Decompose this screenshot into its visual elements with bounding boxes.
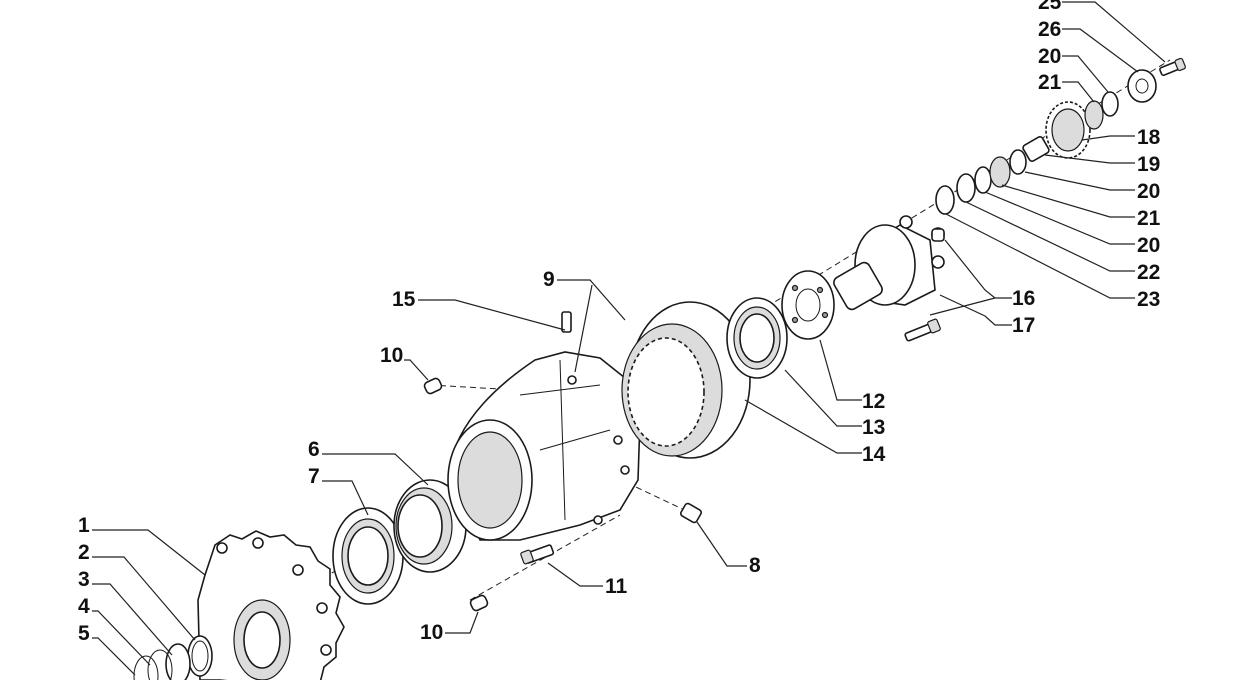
callout-25: 25 — [1038, 0, 1062, 14]
callout-21-b: 21 — [1038, 71, 1062, 94]
callout-13: 13 — [862, 416, 885, 439]
callout-6: 6 — [308, 438, 320, 461]
part-11-bolt — [520, 544, 555, 565]
part-1-drive-flange — [197, 530, 345, 680]
callout-7: 7 — [308, 465, 320, 488]
leader-lines — [92, 1, 1166, 676]
callout-10-upper: 10 — [380, 344, 403, 367]
part-8-plug — [680, 502, 702, 524]
callout-labels: 1 2 3 4 5 6 7 8 9 10 10 11 12 13 14 15 1… — [78, 0, 1161, 645]
callout-14: 14 — [862, 443, 886, 466]
callout-22: 22 — [1137, 261, 1160, 284]
part-26-cover — [1127, 69, 1157, 103]
part-10-dowel-lower — [469, 594, 489, 612]
part-25-screw — [1159, 57, 1186, 77]
part-16-small-bolt — [931, 228, 945, 242]
part-9-hub-housing — [447, 351, 641, 541]
callout-2: 2 — [78, 541, 90, 564]
part-14-ring-gear — [621, 301, 751, 459]
part-12-plate — [781, 270, 835, 340]
callout-4: 4 — [78, 595, 90, 618]
callout-18: 18 — [1137, 126, 1161, 149]
part-18-planet-gear — [1045, 101, 1091, 159]
part-21-needle-bearing-lower — [989, 156, 1011, 188]
callout-3: 3 — [78, 568, 90, 591]
callout-16: 16 — [1012, 287, 1035, 310]
callout-23: 23 — [1137, 288, 1160, 311]
callout-20-c: 20 — [1038, 45, 1061, 68]
callout-5: 5 — [78, 622, 90, 645]
callout-15: 15 — [392, 288, 416, 311]
part-2-ring — [187, 635, 213, 677]
part-22-ring — [956, 173, 976, 203]
part-7-seal — [332, 507, 404, 605]
part-6-bearing — [393, 479, 467, 573]
callout-20-b: 20 — [1137, 234, 1160, 257]
callout-21-a: 21 — [1137, 207, 1161, 230]
callout-19: 19 — [1137, 153, 1160, 176]
part-20-spacer-mid — [1009, 149, 1027, 175]
part-13-bearing — [726, 297, 788, 379]
part-17-bolt — [904, 318, 941, 342]
part-15-grease-nipple — [561, 311, 572, 333]
part-10-dowel-upper — [423, 377, 443, 395]
part-16-planet-carrier — [833, 215, 945, 311]
callout-17: 17 — [1012, 314, 1035, 337]
callout-11: 11 — [605, 575, 628, 598]
callout-10-lower: 10 — [420, 621, 443, 644]
part-4-ring — [147, 649, 173, 680]
callout-20-a: 20 — [1137, 180, 1160, 203]
part-19-bush — [1022, 136, 1050, 162]
part-5-ring — [133, 655, 159, 680]
callout-26: 26 — [1038, 18, 1061, 41]
part-23-ring — [935, 185, 955, 215]
callout-8: 8 — [749, 554, 761, 577]
callout-12: 12 — [862, 390, 885, 413]
part-3-circlip — [165, 643, 191, 680]
callout-9: 9 — [543, 268, 555, 291]
part-20-spacer-lower — [974, 166, 992, 194]
part-21-needle-bearing-upper — [1084, 100, 1104, 130]
callout-1: 1 — [78, 514, 90, 537]
part-20-spacer-upper — [1101, 91, 1119, 117]
